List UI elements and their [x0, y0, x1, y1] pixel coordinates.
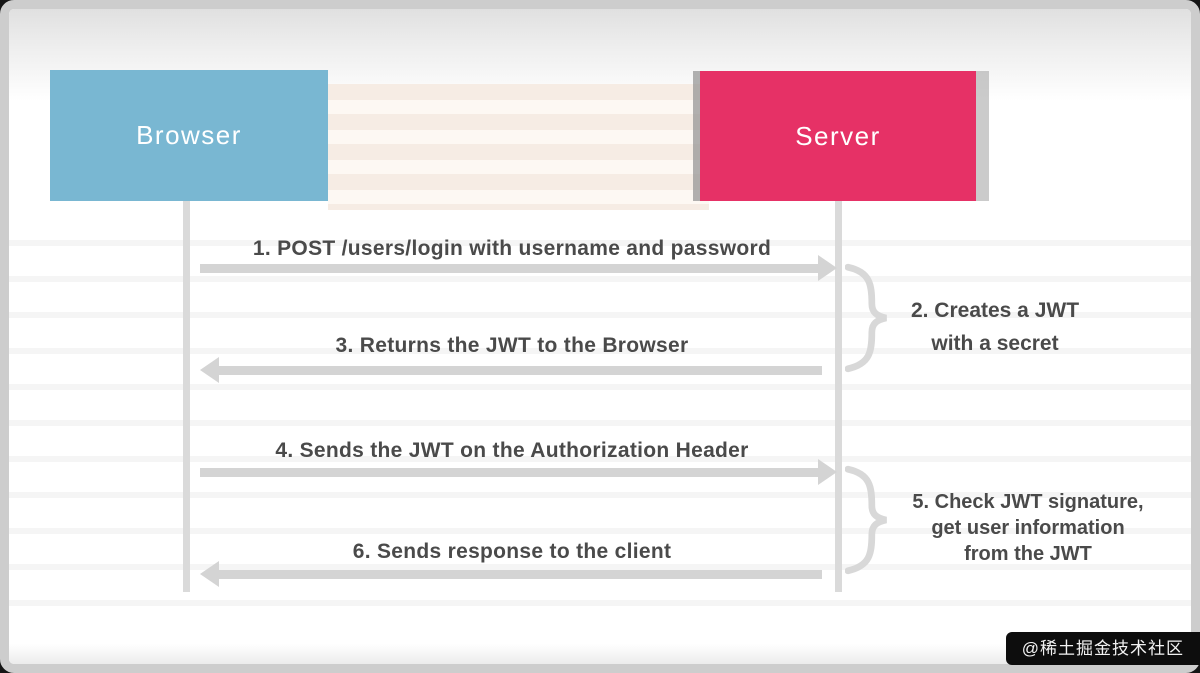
- message-label-4: 6. Sends response to the client: [352, 540, 672, 563]
- arrowhead-right-icon: [818, 255, 837, 281]
- bottom-gradient-band: [9, 644, 1191, 664]
- arrowhead-right-icon: [818, 459, 837, 485]
- server-box-right-shadow: [976, 71, 989, 201]
- message-arrow-3: [200, 468, 822, 477]
- server-note-2: 5. Check JWT signature, get user informa…: [888, 489, 1168, 567]
- server-note-1-line-1: 2. Creates a JWT: [910, 299, 1080, 322]
- actor-browser-label: Browser: [136, 120, 242, 150]
- watermark-badge: @稀土掘金技术社区: [1005, 632, 1200, 665]
- arrowhead-left-icon: [200, 357, 219, 383]
- server-note-2-line-3: from the JWT: [964, 543, 1092, 565]
- message-arrow-1: [200, 264, 822, 273]
- lifeline-server: [835, 201, 842, 592]
- actor-server-label: Server: [795, 120, 881, 151]
- server-note-2-line-2: get user information: [931, 517, 1125, 539]
- arrowhead-left-icon: [200, 561, 219, 587]
- message-label-1: 1. POST /users/login with username and p…: [252, 237, 772, 260]
- server-note-1-line-2: with a secret: [931, 332, 1059, 355]
- server-note-2-line-1: 5. Check JWT signature,: [912, 491, 1144, 513]
- message-arrow-4: [218, 570, 822, 579]
- background-stripes: [328, 84, 709, 210]
- lifeline-browser: [183, 201, 190, 592]
- server-note-1: 2. Creates a JWT with a secret: [890, 294, 1100, 360]
- curly-brace-icon: [844, 261, 891, 375]
- message-arrow-2: [218, 366, 822, 375]
- message-label-2: 3. Returns the JWT to the Browser: [335, 334, 689, 357]
- curly-brace-icon: [844, 463, 891, 577]
- actor-browser-box: Browser: [50, 70, 328, 201]
- actor-server-box: Server: [700, 71, 976, 201]
- message-label-3: 4. Sends the JWT on the Authorization He…: [275, 439, 749, 462]
- server-box-left-shadow: [693, 71, 700, 201]
